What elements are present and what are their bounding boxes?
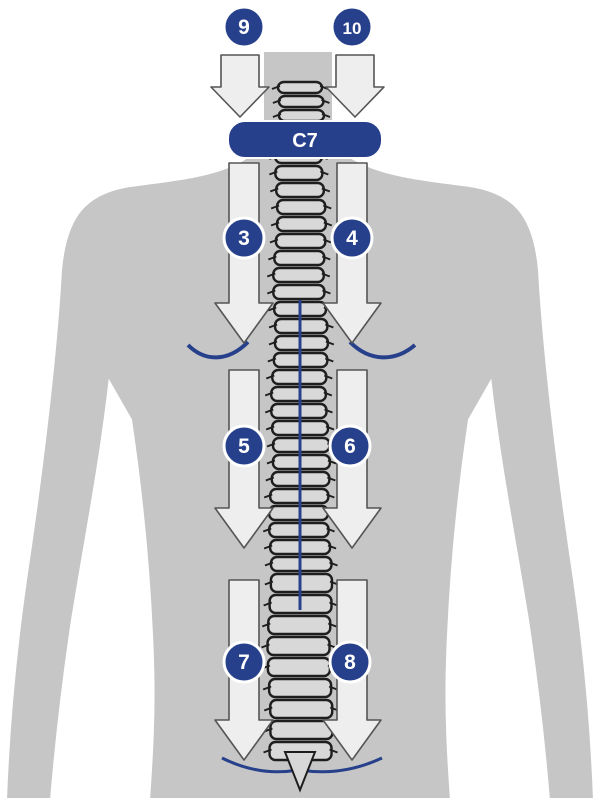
vertebra (273, 285, 324, 299)
marker-5: 5 (224, 426, 264, 466)
vertebra (268, 637, 330, 655)
vertebra (277, 200, 325, 214)
marker-6-label: 6 (344, 435, 356, 458)
vertebra (269, 679, 331, 697)
marker-5-label: 5 (238, 435, 250, 458)
marker-3: 3 (224, 218, 264, 258)
c7-label: C7 (292, 130, 318, 152)
vertebra (270, 700, 332, 718)
vertebra (279, 110, 324, 121)
marker-8: 8 (330, 642, 370, 682)
marker-10-label: 10 (343, 19, 362, 38)
marker-4: 4 (332, 218, 372, 258)
vertebra (268, 658, 330, 676)
vertebra (273, 268, 324, 282)
marker-6: 6 (330, 426, 370, 466)
marker-3-label: 3 (238, 227, 250, 250)
vertebra (276, 234, 325, 248)
vertebra (279, 96, 324, 107)
marker-9-label: 9 (238, 16, 250, 39)
marker-7-label: 7 (238, 651, 250, 674)
c7-band: C7 (228, 121, 382, 158)
vertebra (276, 183, 324, 197)
vertebra (270, 721, 332, 739)
vertebra (277, 217, 326, 231)
vertebra (278, 82, 322, 93)
marker-4-label: 4 (346, 227, 358, 250)
marker-7: 7 (224, 642, 264, 682)
vertebra (268, 616, 330, 634)
vertebra (275, 166, 322, 180)
marker-8-label: 8 (344, 651, 356, 674)
marker-9: 9 (224, 7, 264, 47)
marker-10: 10 (332, 7, 372, 47)
vertebra (274, 251, 324, 265)
